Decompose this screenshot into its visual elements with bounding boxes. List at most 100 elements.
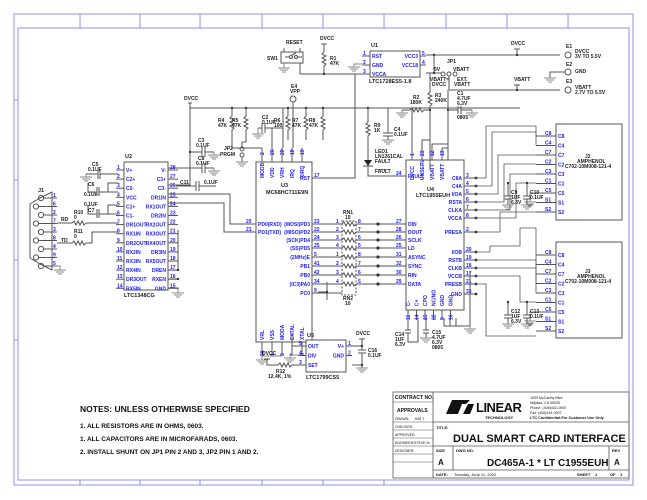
svg-text:RESET: RESET [286, 40, 303, 46]
signal-wire [476, 154, 536, 195]
ground-icon [524, 311, 536, 326]
svg-text:A: A [438, 458, 444, 467]
pin-name: VRH [280, 167, 286, 178]
test-points[interactable]: E1 DVCC 3V TO 5.5V E2 GND E3 VBATT 2.7V … [544, 44, 606, 96]
svg-text:C3: C3 [198, 138, 205, 144]
pin-number: 15 [170, 283, 176, 289]
svg-text:C15: C15 [432, 330, 441, 336]
dvcc-rail-top: DVCC [426, 41, 560, 73]
svg-text:0.1UF: 0.1UF [84, 202, 98, 208]
resistor-value: 47K [218, 123, 228, 129]
pin-name: C4A [452, 184, 462, 190]
pin-name: ASYNC [408, 255, 426, 261]
pin-number: 42 [314, 270, 320, 276]
jumper-jp1[interactable]: JP1 5V VBATT VBATT= DVCC EXT. VBATT [426, 59, 470, 90]
capacitor-label: 1UF [511, 314, 520, 320]
svg-text:DVCC: DVCC [320, 36, 335, 42]
pin-number: 28 [396, 227, 402, 233]
svg-text:JP1: JP1 [447, 59, 456, 65]
pin-number: 9 [314, 288, 317, 294]
vbatt-rail: VBATT [449, 77, 560, 92]
pin-name: RX1IN [126, 232, 141, 238]
pin-name: C2- [126, 186, 134, 192]
pin-name: RX5OUT [146, 259, 166, 265]
pin-name: C2 [558, 282, 565, 288]
svg-text:DWG NO.: DWG NO. [456, 448, 474, 453]
pin-name: CLKA [448, 208, 462, 214]
pin-name: C4 [558, 263, 565, 269]
capacitor-label: C10 [530, 190, 539, 196]
test-point [376, 255, 380, 259]
pin-name: VCC3 [405, 54, 419, 60]
pin-wire [168, 287, 179, 290]
ground-icon [502, 204, 514, 210]
signal-wire [476, 211, 536, 233]
svg-text:2. INSTALL SHUNT ON JP1 PIN 2: 2. INSTALL SHUNT ON JP1 PIN 2 AND 3, JP2… [80, 449, 259, 456]
signal-wire [476, 125, 537, 179]
reset-switch[interactable]: RESET SW1 [267, 40, 304, 74]
capacitor-label: 0.1UF [530, 314, 544, 320]
svg-text:C14: C14 [395, 332, 404, 338]
pin-name: MODA [280, 324, 286, 340]
svg-text:LTC1348CG: LTC1348CG [124, 293, 155, 299]
pin-number: 14 [415, 314, 421, 320]
pin-number: 2 [466, 227, 469, 233]
pin-number: 2 [260, 152, 266, 155]
pin-name: FAULT [408, 174, 424, 180]
pin-name: C2+ [126, 177, 135, 183]
j1-pin-hole [32, 254, 40, 261]
svg-text:180K: 180K [410, 100, 422, 106]
pin-name: I/OB [452, 250, 463, 256]
svg-text:LINEAR: LINEAR [476, 400, 523, 415]
svg-text:Milpitas, CA 95035: Milpitas, CA 95035 [530, 401, 560, 405]
net-label: S2 [545, 326, 551, 332]
j1-pin-number: 1 [53, 193, 56, 199]
pin-number: 20 [246, 219, 252, 225]
rn-pin: 4 [336, 243, 339, 249]
svg-text:6.3V: 6.3V [395, 342, 406, 348]
pin-name: DATA [408, 282, 422, 288]
pin-name: S2 [558, 210, 564, 216]
net-label: C7 [545, 150, 552, 156]
svg-text:2.7V TO 5.5V: 2.7V TO 5.5V [575, 90, 606, 96]
pin-name: V- [161, 168, 166, 174]
ground-icon [524, 192, 536, 207]
svg-text:LTC1955EUH: LTC1955EUH [416, 193, 450, 199]
signal-wire [476, 275, 536, 303]
test-point [474, 292, 478, 296]
svg-text:LTC Confidential-For Customer: LTC Confidential-For Customer Use Only [530, 416, 605, 420]
pin-name: RX4IN [126, 268, 141, 274]
pin-number: 5 [299, 341, 302, 347]
rn-pin: 7 [358, 261, 361, 267]
pin-number: 27 [396, 219, 402, 225]
pin-name: C4 [558, 144, 565, 150]
pin-name: DOUT [408, 230, 422, 236]
svg-text:R3: R3 [435, 93, 442, 99]
pin-name: (2MHz)E [290, 255, 310, 261]
pin-number: 21 [170, 229, 176, 235]
svg-text:47K: 47K [330, 61, 340, 67]
net-label: C8 [545, 131, 552, 137]
svg-text:RN2: RN2 [343, 296, 353, 302]
resistor-ref: R8 [309, 118, 316, 124]
svg-text:E1: E1 [566, 44, 572, 50]
pin-name: C3 [558, 291, 565, 297]
pin-number: 12 [430, 150, 436, 156]
pin-name: RX3IN [126, 259, 141, 265]
pin-name: DR1OUT [126, 223, 147, 229]
notes: NOTES: UNLESS OTHERWISE SPECIFIED 1. ALL… [80, 404, 259, 456]
capacitor-label: 6.3V [511, 319, 522, 325]
svg-text:J1: J1 [38, 188, 44, 194]
svg-text:0.1UF: 0.1UF [84, 192, 98, 198]
rn-pin: 7 [358, 227, 361, 233]
pin-number: 29 [396, 279, 402, 285]
svg-text:4.7UF: 4.7UF [457, 96, 471, 102]
svg-text:R2: R2 [413, 95, 420, 101]
svg-text:0805: 0805 [432, 345, 443, 351]
drawing-number: DC465A-1 * LT C1955EUH [487, 458, 609, 469]
j1-pin-hole [37, 228, 45, 236]
